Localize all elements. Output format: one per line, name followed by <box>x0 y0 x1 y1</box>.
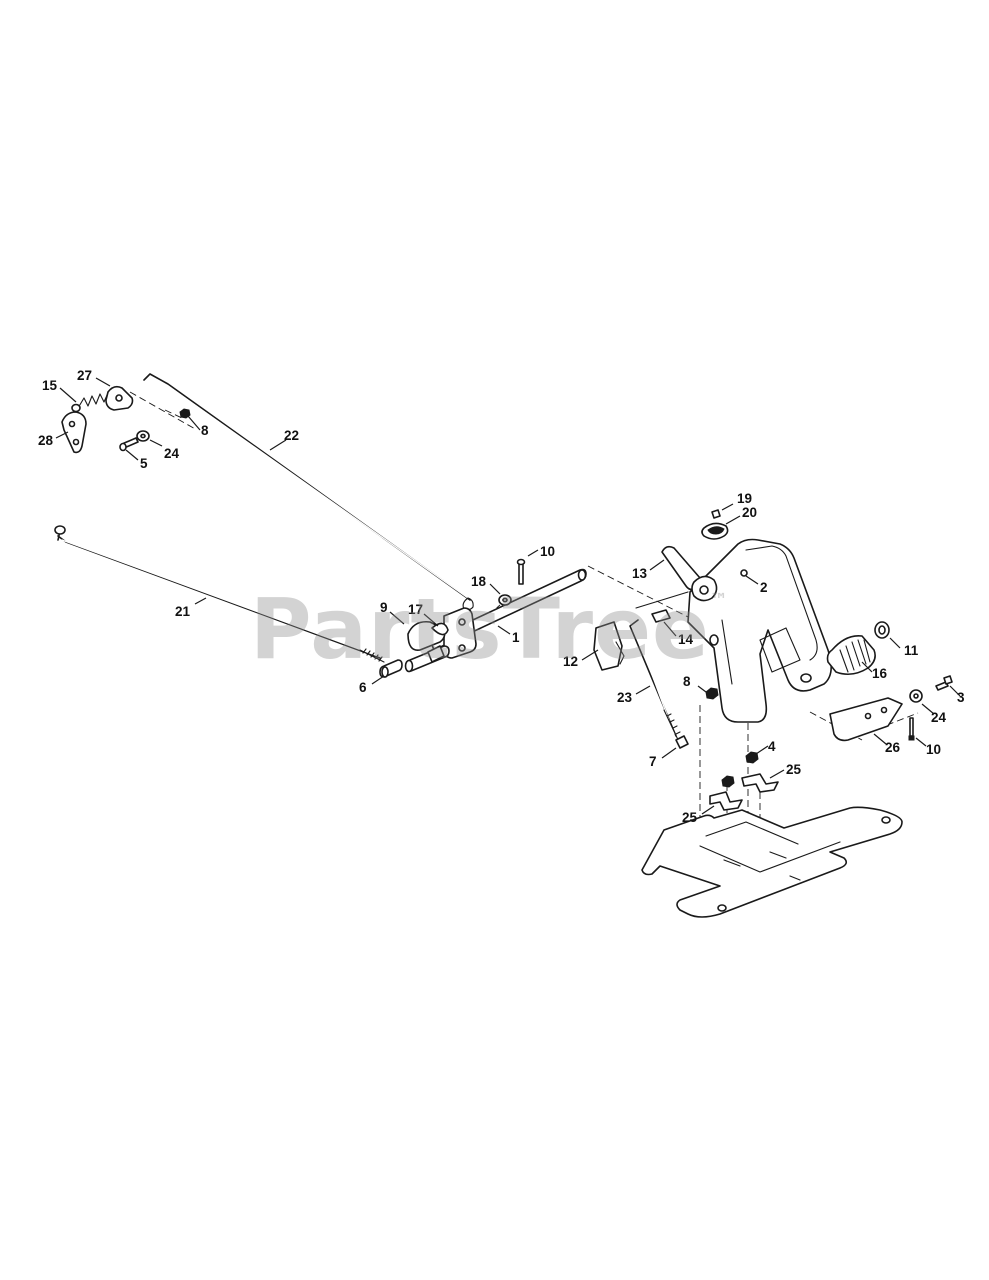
rod-21 <box>54 525 385 663</box>
callout-12: 12 <box>563 654 578 669</box>
callout-9: 9 <box>380 600 388 615</box>
callout-25-upper: 25 <box>786 762 802 777</box>
right-pedal-parts <box>826 621 953 742</box>
callout-25-lower: 25 <box>682 810 698 825</box>
callout-8-lower: 8 <box>683 674 691 689</box>
callout-19: 19 <box>737 491 752 506</box>
callout-16: 16 <box>872 666 888 681</box>
callout-1: 1 <box>512 630 520 645</box>
rod-22 <box>143 373 474 611</box>
pedal-tower-assembly <box>661 509 832 723</box>
leader-lines <box>55 377 961 815</box>
center-linkage-parts <box>593 591 719 749</box>
callout-26: 26 <box>885 740 901 755</box>
callout-labels: 15 27 28 8 5 24 22 21 9 17 6 18 10 1 13 … <box>38 368 965 825</box>
callout-18: 18 <box>471 574 487 589</box>
callout-3: 3 <box>957 690 965 705</box>
callout-15: 15 <box>42 378 58 393</box>
callout-27: 27 <box>77 368 92 383</box>
frame-base <box>641 751 903 918</box>
callout-6: 6 <box>359 680 367 695</box>
partstree-watermark: PartsTree™ <box>250 580 730 678</box>
callout-17: 17 <box>408 602 423 617</box>
center-shaft-assembly <box>379 558 587 678</box>
callout-8-upper: 8 <box>201 423 209 438</box>
callout-7: 7 <box>649 754 657 769</box>
callout-11: 11 <box>904 643 919 658</box>
callout-2: 2 <box>760 580 768 595</box>
callout-23: 23 <box>617 690 633 705</box>
watermark-text: PartsTree <box>250 580 711 678</box>
callout-4: 4 <box>768 739 776 754</box>
watermark-trademark: ™ <box>710 590 730 611</box>
callout-20: 20 <box>742 505 757 520</box>
callout-22: 22 <box>284 428 299 443</box>
callout-21: 21 <box>175 604 191 619</box>
callout-10-upper: 10 <box>540 544 555 559</box>
callout-14: 14 <box>678 632 694 647</box>
callout-5: 5 <box>140 456 148 471</box>
callout-28: 28 <box>38 433 54 448</box>
left-linkage-assembly <box>61 385 191 454</box>
callout-10-lower: 10 <box>926 742 941 757</box>
callout-24-upper: 24 <box>164 446 180 461</box>
callout-13: 13 <box>632 566 648 581</box>
callout-24-lower: 24 <box>931 710 947 725</box>
